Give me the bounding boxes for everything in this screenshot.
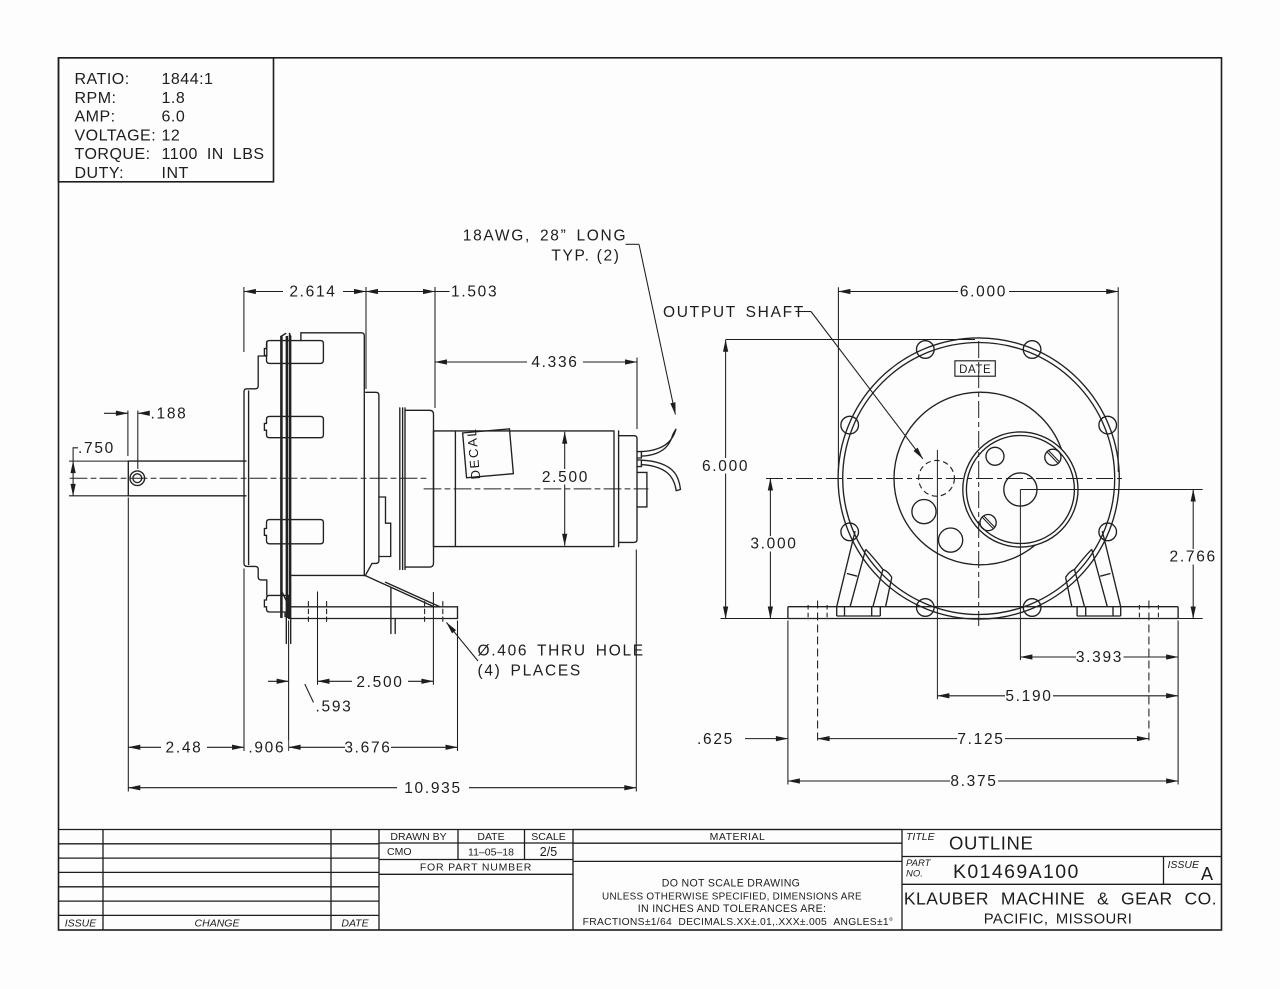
svg-text:MATERIAL: MATERIAL bbox=[710, 831, 766, 843]
svg-text:DATE: DATE bbox=[959, 364, 991, 376]
svg-text:4.336: 4.336 bbox=[531, 354, 578, 371]
svg-text:INT: INT bbox=[162, 165, 189, 182]
svg-text:3.393: 3.393 bbox=[1076, 649, 1123, 666]
svg-text:1844:1: 1844:1 bbox=[162, 71, 214, 88]
svg-text:PACIFIC, MISSOURI: PACIFIC, MISSOURI bbox=[984, 912, 1132, 928]
svg-text:8.375: 8.375 bbox=[950, 773, 997, 790]
svg-text:AMP:: AMP: bbox=[75, 109, 116, 126]
svg-text:FOR PART NUMBER: FOR PART NUMBER bbox=[420, 862, 532, 874]
svg-text:.593: .593 bbox=[316, 699, 353, 716]
svg-text:KLAUBER MACHINE & GEAR CO.: KLAUBER MACHINE & GEAR CO. bbox=[904, 889, 1217, 909]
svg-text:.625: .625 bbox=[697, 731, 734, 748]
svg-text:PART: PART bbox=[906, 858, 932, 869]
svg-text:18AWG, 28” LONG: 18AWG, 28” LONG bbox=[463, 228, 627, 245]
svg-text:2.48: 2.48 bbox=[166, 740, 203, 757]
svg-text:(4) PLACES: (4) PLACES bbox=[478, 663, 582, 680]
svg-text:2.500: 2.500 bbox=[356, 674, 403, 691]
svg-text:DRAWN BY: DRAWN BY bbox=[390, 831, 446, 843]
svg-text:NO.: NO. bbox=[906, 869, 923, 880]
svg-text:DATE: DATE bbox=[477, 831, 504, 843]
svg-text:A: A bbox=[1201, 864, 1213, 884]
svg-text:6.000: 6.000 bbox=[960, 284, 1007, 301]
svg-text:.188: .188 bbox=[151, 406, 188, 423]
svg-text:5.190: 5.190 bbox=[1005, 688, 1052, 705]
svg-text:TORQUE:: TORQUE: bbox=[75, 146, 151, 163]
svg-text:TYP. (2): TYP. (2) bbox=[551, 248, 620, 265]
svg-text:DO NOT SCALE DRAWING: DO NOT SCALE DRAWING bbox=[662, 878, 800, 890]
svg-text:CMO: CMO bbox=[387, 846, 412, 858]
svg-text:DATE: DATE bbox=[341, 918, 369, 930]
svg-text:FRACTIONS±1/64 DECIMALS.XX±.0: FRACTIONS±1/64 DECIMALS.XX±.01,.XXX±.005… bbox=[583, 917, 894, 928]
svg-text:3.676: 3.676 bbox=[344, 740, 391, 757]
svg-text:ISSUE: ISSUE bbox=[1168, 859, 1201, 871]
svg-text:RPM:: RPM: bbox=[75, 90, 117, 107]
svg-text:K01469A100: K01469A100 bbox=[953, 861, 1080, 883]
svg-text:VOLTAGE:: VOLTAGE: bbox=[75, 127, 157, 144]
svg-text:DECAL: DECAL bbox=[464, 427, 483, 480]
svg-text:2.500: 2.500 bbox=[542, 469, 589, 486]
svg-text:.750: .750 bbox=[78, 440, 115, 457]
svg-text:ISSUE: ISSUE bbox=[65, 918, 98, 930]
svg-text:10.935: 10.935 bbox=[404, 780, 462, 797]
svg-text:7.125: 7.125 bbox=[957, 731, 1004, 748]
svg-text:OUTPUT SHAFT: OUTPUT SHAFT bbox=[663, 304, 805, 321]
svg-text:UNLESS OTHERWISE SPECIFIED, DI: UNLESS OTHERWISE SPECIFIED, DIMENSIONS A… bbox=[602, 892, 862, 903]
svg-text:RATIO:: RATIO: bbox=[75, 71, 130, 88]
svg-text:DUTY:: DUTY: bbox=[75, 165, 125, 182]
svg-text:Ø.406 THRU HOLE: Ø.406 THRU HOLE bbox=[478, 643, 645, 660]
svg-text:IN INCHES AND TOLERANCES ARE:: IN INCHES AND TOLERANCES ARE: bbox=[638, 903, 826, 915]
svg-text:2/5: 2/5 bbox=[540, 845, 557, 859]
svg-text:6.0: 6.0 bbox=[162, 109, 186, 126]
svg-text:CHANGE: CHANGE bbox=[195, 918, 241, 930]
svg-text:SCALE: SCALE bbox=[531, 831, 565, 843]
svg-text:6.000: 6.000 bbox=[702, 458, 749, 475]
svg-text:3.000: 3.000 bbox=[750, 536, 797, 553]
svg-text:1.503: 1.503 bbox=[451, 284, 498, 301]
svg-text:TITLE: TITLE bbox=[906, 831, 936, 843]
svg-text:1.8: 1.8 bbox=[162, 90, 186, 107]
svg-text:11–05–18: 11–05–18 bbox=[468, 847, 514, 859]
svg-text:2.614: 2.614 bbox=[289, 284, 336, 301]
svg-text:1100 IN LBS: 1100 IN LBS bbox=[162, 146, 265, 163]
svg-text:2.766: 2.766 bbox=[1170, 549, 1217, 566]
svg-text:12: 12 bbox=[162, 127, 181, 144]
svg-text:.906: .906 bbox=[248, 740, 285, 757]
svg-text:OUTLINE: OUTLINE bbox=[949, 833, 1033, 854]
